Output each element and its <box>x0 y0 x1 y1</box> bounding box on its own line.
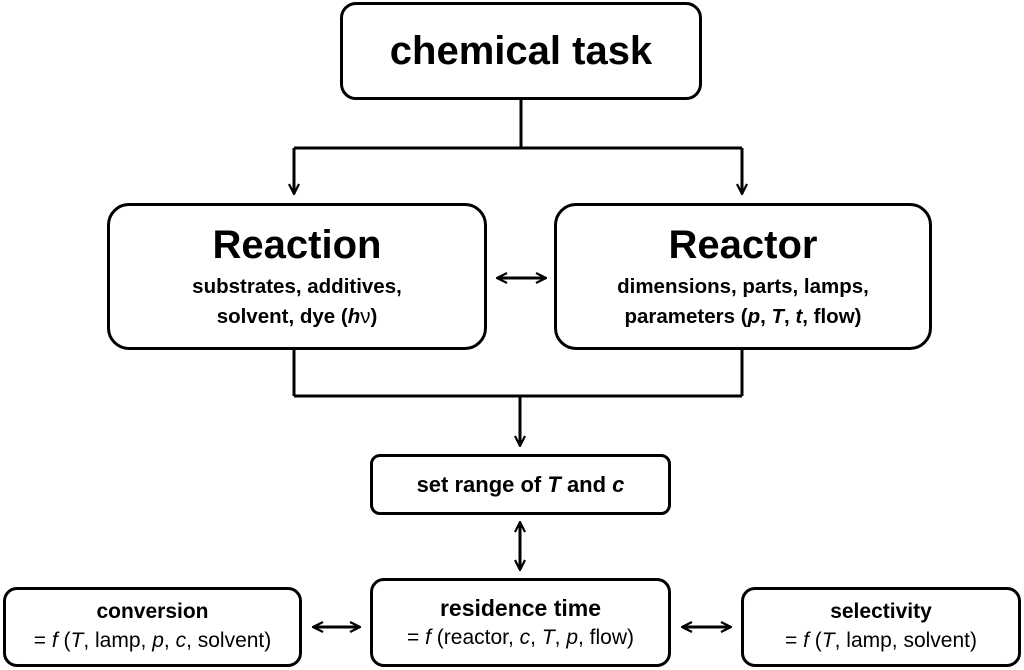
residence-time-node: residence time = f (reactor, c, T, p, fl… <box>370 578 671 667</box>
reaction-node: Reaction substrates, additives, solvent,… <box>107 203 487 350</box>
selectivity-formula: = f (T, lamp, solvent) <box>785 629 977 652</box>
reaction-line-2: solvent, dye (hν) <box>216 304 378 328</box>
residence-time-title: residence time <box>439 594 602 621</box>
reactor-line-1: dimensions, parts, lamps, <box>617 274 869 298</box>
conversion-title: conversion <box>96 600 209 623</box>
set-range-label: set range of T and c <box>416 471 625 497</box>
reactor-node: Reactor dimensions, parts, lamps, parame… <box>554 203 932 350</box>
reaction-title: Reaction <box>212 222 382 267</box>
residence-time-formula: = f (reactor, c, T, p, flow) <box>406 625 635 649</box>
chemical-task-node: chemical task <box>340 2 702 100</box>
set-range-node: set range of T and c <box>370 454 671 515</box>
conversion-formula: = f (T, lamp, p, c, solvent) <box>33 629 272 652</box>
reactor-title: Reactor <box>668 222 818 267</box>
selectivity-node: selectivity = f (T, lamp, solvent) <box>741 587 1021 667</box>
selectivity-title: selectivity <box>830 600 932 623</box>
conversion-node: conversion = f (T, lamp, p, c, solvent) <box>3 587 302 667</box>
reactor-line-2: parameters (p, T, t, flow) <box>624 304 862 328</box>
chemical-task-label: chemical task <box>389 28 653 73</box>
reaction-line-1: substrates, additives, <box>192 274 402 298</box>
